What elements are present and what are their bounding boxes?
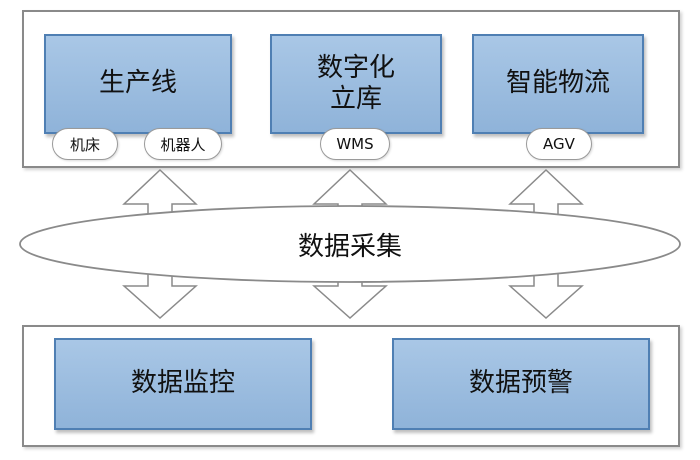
data-warning-label: 数据预警 [468,368,573,399]
data-monitoring-label: 数据监控 [130,368,235,399]
smart-logistics-label: 智能物流 [505,68,610,99]
data-warning-box: 数据预警 [392,338,650,430]
data-collection-ellipse [19,205,681,283]
tag-wms: WMS [320,128,390,160]
production-line-label: 生产线 [98,68,177,99]
digital-warehouse-box: 数字化 立库 [270,34,442,134]
digital-warehouse-label: 数字化 立库 [316,52,395,114]
tag-robot: 机器人 [144,128,222,160]
smart-logistics-box: 智能物流 [472,34,644,134]
tag-machine-tool: 机床 [52,128,118,160]
production-line-box: 生产线 [44,34,232,134]
data-collection-label: 数据采集 [297,231,402,262]
tag-agv: AGV [526,128,592,160]
data-monitoring-box: 数据监控 [54,338,312,430]
